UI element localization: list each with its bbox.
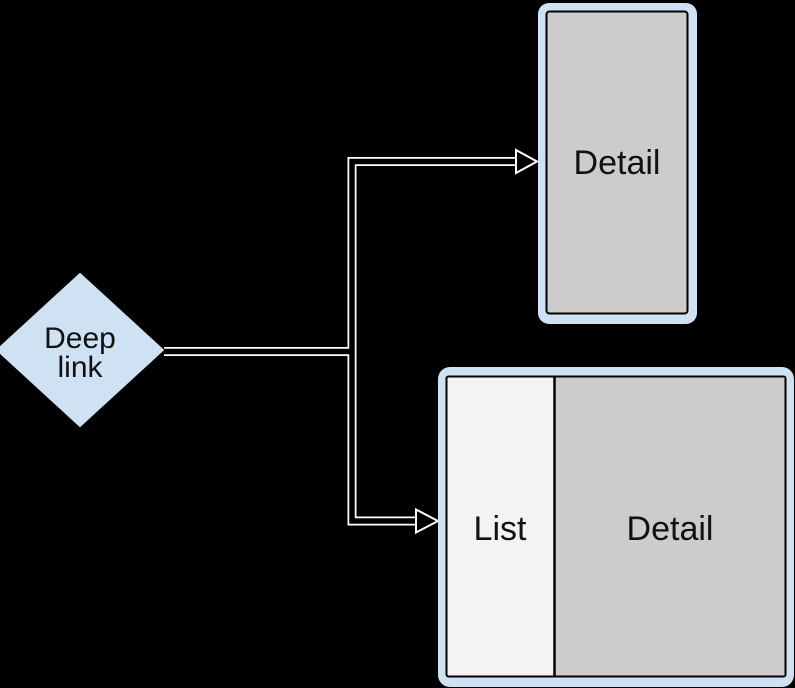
tablet-detail-pane (555, 377, 785, 676)
connector-to-tablet-outline (347, 351, 418, 526)
deep-link-label-line1: Deep (44, 322, 116, 355)
arrowhead-to-tablet-icon (415, 507, 441, 535)
connector-to-phone-core (349, 158, 517, 352)
arrowhead-to-phone-icon (515, 148, 540, 175)
tablet-detail-label: Detail (627, 510, 714, 548)
tablet-mockup: List Detail (438, 367, 794, 687)
connector-to-phone-outline (347, 157, 517, 352)
phone-detail-screen (545, 10, 689, 315)
tablet-list-label: List (474, 510, 527, 548)
phone-detail-label: Detail (574, 144, 661, 182)
phone-mockup: Detail (538, 3, 697, 324)
deep-link-node: Deep link (0, 271, 166, 429)
deep-link-label-line2: link (57, 351, 103, 384)
deep-link-diamond-shape (0, 271, 166, 429)
connector-to-tablet-core (349, 351, 418, 524)
connector-pipes (164, 148, 540, 535)
